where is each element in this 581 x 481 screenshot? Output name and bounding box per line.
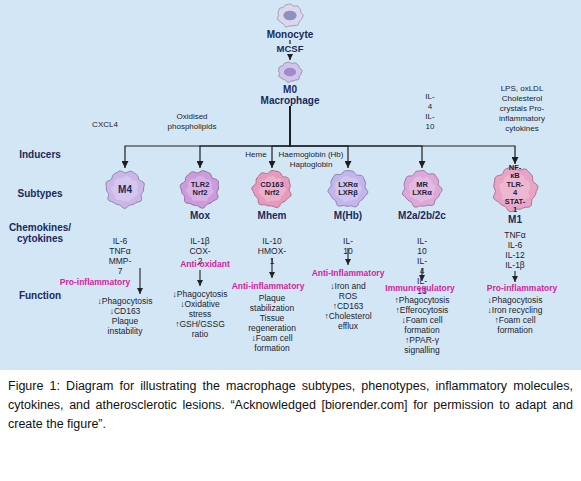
cell-text-area: CD163 Nrf2 [250, 168, 294, 210]
effect-label: Anti-Inflammatory [312, 268, 385, 278]
edge-label: MCSF [275, 44, 306, 54]
cell-shape [276, 60, 304, 84]
row-label: Function [19, 290, 61, 301]
cell-marker-text: M4 [118, 184, 132, 195]
cell-name: M(Hb) [318, 210, 378, 221]
effect-label: Immunregulatory [385, 283, 454, 293]
row-label: Subtypes [17, 188, 62, 199]
cell-cytoplasm [258, 176, 286, 202]
cell-text-area: TLR2 Nrf2 [178, 168, 222, 210]
row-label: Inducers [19, 149, 61, 160]
cytokine-list: IL-6 TNFα MMP-7 [109, 236, 132, 276]
row-label: Chemokines/ cytokines [9, 222, 71, 244]
cell-membrane [180, 171, 218, 209]
inducer-label: Oxidised phospholipids [168, 112, 217, 132]
function-list: ↓Iron and ROS ↑CD163 ↑Cholesterol efflux [323, 281, 373, 331]
cell-marker-text: MR LXRα [412, 181, 432, 198]
cell-body [276, 60, 304, 84]
cell-body: MR LXRα [400, 168, 444, 210]
function-list: ↑Phagocytosis ↑Efferocytosis ↓Foam cell … [391, 295, 453, 355]
cell-name: Mhem [242, 210, 302, 221]
inducer-label: IL-4 IL-10 [425, 92, 434, 132]
cell-marker-text: NF-κB TLR-4 STAT-1 [505, 164, 526, 215]
function-list: ↓Phagocytosis ↓Iron recycling ↑Foam cell… [481, 295, 549, 335]
cell-membrane [252, 170, 291, 207]
cell-name: Monocyte [255, 29, 325, 40]
cell-body: LXRα LXRβ [326, 168, 370, 210]
cell-name: Mox [170, 210, 230, 221]
cell-text-area: LXRα LXRβ [326, 168, 370, 210]
cell-name: Macrophage [255, 95, 325, 106]
function-list: Plaque stabilization Tissue regeneration… [242, 293, 302, 353]
macrophage-cell: NF-κB TLR-4 STAT-1M1 [485, 164, 545, 225]
cell-text-area: MR LXRα [400, 168, 444, 210]
effect-label: Pro-inflammatory [60, 277, 130, 287]
function-list: ↓Phagocytosis ↓Oxidative stress ↑GSH/GSS… [171, 289, 229, 339]
cell-body: TLR2 Nrf2 [178, 168, 222, 210]
cell-cytoplasm [409, 176, 436, 202]
cell-shape [275, 2, 305, 29]
inducer-label: Haptoglobin [290, 160, 333, 170]
inducer-label: Heme [245, 150, 266, 160]
inducer-label: Haemoglobin (Hb) [279, 150, 344, 160]
cell-cytoplasm [335, 176, 362, 202]
cell-text-area [275, 2, 305, 29]
background-panel [0, 0, 581, 370]
cell-body [275, 2, 305, 29]
cell-marker-text: LXRα LXRβ [338, 181, 358, 198]
cell-text-area [276, 60, 304, 84]
leader-arrow [199, 270, 200, 286]
effect-label: Pro-inflammatory [487, 283, 557, 293]
cell-name: M1 [485, 214, 545, 225]
cell-body: CD163 Nrf2 [250, 168, 294, 210]
cell-text-area: M4 [103, 168, 147, 210]
connector-arrow [200, 106, 290, 168]
cytokine-list: TNFα IL-6 IL-12 IL-1β [504, 230, 525, 270]
cell-nucleus [284, 68, 296, 77]
cell-body: NF-κB TLR-4 STAT-1 [490, 164, 540, 214]
connector-arrow [125, 106, 290, 168]
cell-text-area: NF-κB TLR-4 STAT-1 [490, 164, 540, 214]
macrophage-cell: Monocyte [255, 2, 325, 40]
cell-membrane [279, 62, 302, 82]
macrophage-cell: M0Macrophage [255, 60, 325, 106]
cell-marker-text: CD163 Nrf2 [260, 181, 283, 198]
leader-arrow [139, 268, 140, 294]
cell-cytoplasm [186, 176, 214, 201]
cell-membrane [328, 171, 368, 207]
cell-membrane [106, 171, 144, 208]
cell-name: M2a/2b/2c [387, 210, 457, 221]
macrophage-cell: CD163 Nrf2Mhem [242, 168, 302, 221]
caption-text: Figure 1: Diagram for illustrating the m… [8, 377, 573, 434]
function-list: ↓Phagocytosis ↓CD163 Plaque instability [96, 296, 154, 336]
cell-membrane [402, 171, 442, 208]
cell-body: M4 [103, 168, 147, 210]
macrophage-cell: MR LXRαM2a/2b/2c [387, 168, 457, 221]
cytokine-list: IL-10 HMOX-1 [258, 236, 286, 266]
cell-name: M0 [255, 84, 325, 95]
effect-label: Anti-inflammatory [232, 281, 305, 291]
cell-membrane [277, 4, 303, 27]
cell-marker-text: TLR2 Nrf2 [191, 181, 210, 198]
macrophage-cell: M4 [102, 168, 148, 210]
inducer-label: LPS, oxLDL Cholesterol crystals Pro-infl… [488, 84, 556, 134]
leader-arrow [514, 271, 515, 282]
cell-nucleus [283, 11, 296, 21]
macrophage-cell: LXRα LXRβM(Hb) [318, 168, 378, 221]
inducer-label: CXCL4 [92, 120, 118, 130]
cell-cytoplasm [111, 176, 138, 202]
macrophage-cell: TLR2 Nrf2Mox [170, 168, 230, 221]
cytokine-list: IL-10 [343, 236, 353, 256]
effect-label: Anti-oxidant [180, 259, 230, 269]
